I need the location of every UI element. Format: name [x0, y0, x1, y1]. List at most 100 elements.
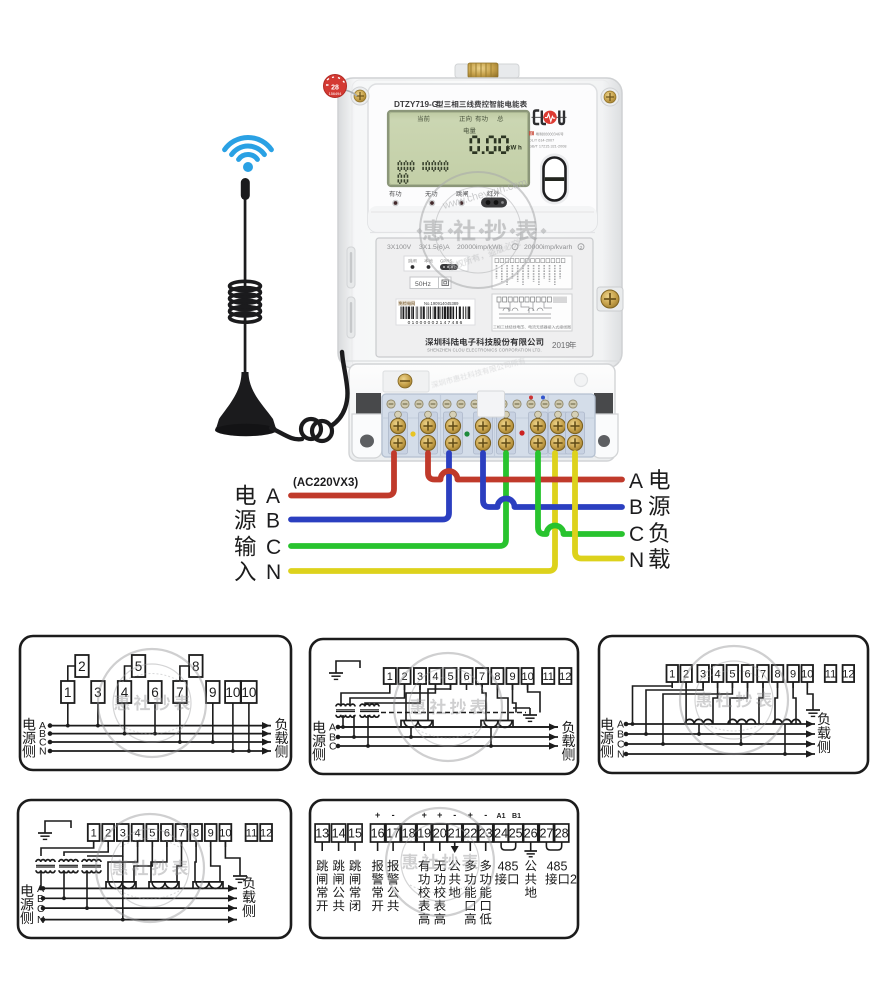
svg-text:汇: 汇: [530, 130, 534, 136]
svg-text:DTZY719-G: DTZY719-G: [394, 100, 438, 109]
svg-text:4: 4: [432, 671, 438, 683]
svg-text:C: C: [329, 741, 337, 753]
svg-text:DL/T 614-2007: DL/T 614-2007: [529, 139, 554, 143]
svg-text:C: C: [39, 737, 47, 749]
svg-text:2019: 2019: [552, 341, 570, 350]
svg-text:12: 12: [559, 671, 571, 683]
svg-text:B: B: [629, 496, 643, 519]
svg-text:12: 12: [260, 828, 272, 840]
svg-text:N: N: [37, 914, 45, 926]
svg-text:B: B: [39, 728, 46, 740]
svg-text:10: 10: [241, 685, 256, 700]
svg-text:2: 2: [580, 245, 583, 250]
svg-text:1: 1: [64, 685, 72, 700]
svg-text:10: 10: [521, 671, 533, 683]
svg-text:No.190914045389: No.190914045389: [424, 301, 459, 306]
svg-text:485: 485: [498, 859, 519, 873]
svg-text:N: N: [629, 549, 644, 572]
svg-text:3: 3: [700, 669, 706, 681]
svg-text:25: 25: [509, 827, 523, 841]
svg-text:7: 7: [760, 669, 766, 681]
svg-text:N: N: [617, 749, 625, 761]
svg-text:9: 9: [790, 669, 796, 681]
svg-text:5: 5: [149, 828, 155, 840]
svg-text:N: N: [39, 746, 47, 758]
svg-text:11: 11: [246, 828, 257, 840]
svg-text:B: B: [37, 893, 44, 905]
svg-text:11: 11: [542, 671, 553, 683]
svg-text:16: 16: [371, 827, 385, 841]
svg-text:1: 1: [669, 669, 675, 681]
svg-text:17: 17: [386, 827, 400, 841]
svg-text:C: C: [617, 739, 625, 751]
svg-text:28: 28: [331, 85, 339, 92]
svg-text:2: 2: [78, 659, 86, 674]
svg-text:12: 12: [842, 669, 854, 681]
svg-text:B: B: [266, 510, 280, 533]
svg-text:2: 2: [401, 671, 407, 683]
svg-text:2: 2: [570, 873, 577, 887]
svg-text:28: 28: [555, 827, 569, 841]
svg-text:4: 4: [121, 685, 129, 700]
svg-text:A: A: [37, 883, 44, 895]
svg-text:+: +: [437, 810, 442, 820]
svg-text:+: +: [375, 810, 380, 820]
svg-text:C: C: [629, 523, 644, 546]
svg-text:7: 7: [176, 685, 184, 700]
svg-text:8: 8: [192, 659, 200, 674]
svg-text:(AC220VX3): (AC220VX3): [293, 477, 358, 489]
svg-text:6: 6: [164, 828, 170, 840]
svg-text:5: 5: [135, 659, 143, 674]
svg-text:A: A: [266, 485, 280, 508]
svg-text:10: 10: [225, 685, 240, 700]
svg-text:3: 3: [120, 828, 126, 840]
svg-text:8: 8: [193, 828, 199, 840]
svg-text:24: 24: [494, 827, 508, 841]
svg-text:19: 19: [417, 827, 431, 841]
svg-text:7: 7: [178, 828, 184, 840]
svg-text:23: 23: [479, 827, 493, 841]
svg-text:C: C: [266, 536, 281, 559]
svg-text:485: 485: [547, 859, 568, 873]
svg-text:10: 10: [801, 669, 813, 681]
svg-text:C: C: [37, 903, 45, 915]
svg-text:18: 18: [402, 827, 416, 841]
svg-text:-: -: [453, 810, 456, 820]
svg-text:26: 26: [524, 827, 538, 841]
svg-text:15: 15: [348, 827, 362, 841]
svg-text:5: 5: [447, 671, 453, 683]
svg-text:9: 9: [208, 828, 214, 840]
svg-text:6: 6: [463, 671, 469, 683]
svg-text:10: 10: [219, 828, 231, 840]
svg-text:kW h: kW h: [507, 145, 522, 152]
svg-text:5: 5: [729, 669, 735, 681]
svg-text:3: 3: [417, 671, 423, 683]
svg-text:A: A: [329, 722, 336, 734]
svg-text:6: 6: [151, 685, 159, 700]
svg-text:7: 7: [479, 671, 485, 683]
svg-text:+: +: [422, 810, 427, 820]
svg-text:+: +: [468, 810, 473, 820]
svg-text:1: 1: [387, 671, 393, 683]
svg-text:GB/T 17215.321-2008: GB/T 17215.321-2008: [529, 145, 567, 149]
svg-text:13: 13: [315, 827, 329, 841]
svg-text:156494: 156494: [329, 92, 342, 96]
svg-text:0 1 0 0 0 0 0 2 1 4 7 4 8 6: 0 1 0 0 0 0 0 2 1 4 7 4 8 6: [408, 320, 463, 326]
svg-text:1: 1: [91, 828, 97, 840]
svg-text:2: 2: [683, 669, 689, 681]
svg-text:B: B: [329, 732, 336, 744]
svg-text:9: 9: [509, 671, 515, 683]
svg-text:27: 27: [539, 827, 553, 841]
svg-text:A: A: [617, 719, 624, 731]
svg-text:4: 4: [135, 828, 141, 840]
svg-text:8: 8: [774, 669, 780, 681]
svg-text:14: 14: [332, 827, 346, 841]
svg-text:20000imp/kWh: 20000imp/kWh: [457, 244, 503, 251]
svg-text:-: -: [484, 810, 487, 820]
svg-text:22: 22: [463, 827, 477, 841]
svg-text:9: 9: [209, 685, 217, 700]
svg-text:3X1.5(6)A: 3X1.5(6)A: [419, 244, 450, 251]
svg-text:2: 2: [105, 828, 111, 840]
svg-text:A: A: [39, 720, 46, 732]
svg-text:8: 8: [494, 671, 500, 683]
